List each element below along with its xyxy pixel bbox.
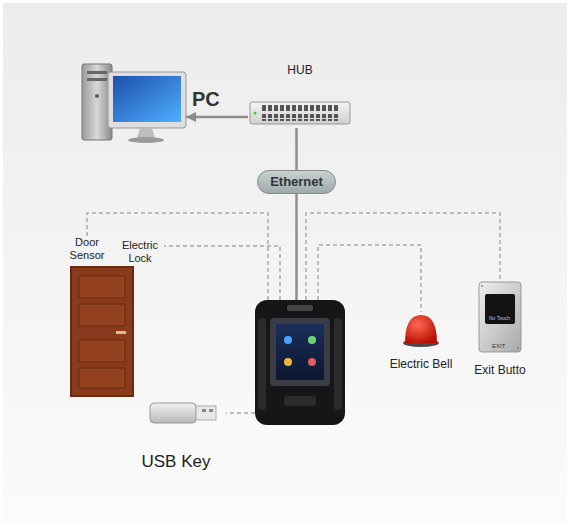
terminal-side — [334, 318, 342, 410]
door-panel — [79, 340, 125, 362]
signal-wire — [87, 213, 268, 300]
screen-icon — [308, 358, 316, 366]
door-frame — [70, 266, 134, 397]
exit-button-node: Exit Butto — [464, 280, 536, 378]
drive-slot — [87, 78, 107, 81]
electric-bell-node: Electric Bell — [376, 312, 466, 372]
computer-node: PC — [80, 60, 186, 144]
door-handle — [116, 331, 126, 334]
hub-ports — [262, 105, 340, 112]
exit-plate — [479, 282, 521, 352]
node-text: Ethernet — [270, 175, 323, 190]
signal-wire — [164, 246, 280, 300]
drive-slot — [87, 71, 107, 74]
node-text: USB Key — [142, 452, 211, 472]
door-panel — [79, 368, 125, 388]
door-sensor-label: Door Sensor — [64, 236, 110, 261]
bell-dome — [405, 315, 437, 343]
terminal-device — [255, 300, 345, 425]
screen-icon — [284, 336, 292, 344]
ethernet-pill: Ethernet — [257, 170, 336, 194]
node-text: HUB — [287, 64, 312, 78]
button-caption: No Touch — [489, 316, 510, 321]
network-cable — [186, 116, 248, 119]
screen-icon — [308, 336, 316, 344]
panel-ground — [3, 3, 567, 523]
hub-ports — [262, 114, 340, 121]
node-text: Electric Bell — [390, 358, 453, 372]
network-cable — [295, 128, 298, 170]
node-text: PC — [192, 88, 220, 111]
screw — [481, 285, 483, 287]
label-box: No Touch — [489, 306, 510, 324]
node-text: Door Sensor — [64, 236, 110, 261]
terminal-reader — [284, 396, 316, 406]
terminal-camera — [287, 305, 313, 311]
screw — [517, 347, 519, 349]
monitor-frame — [108, 72, 186, 128]
door-panel — [79, 304, 125, 326]
power-button — [95, 94, 99, 98]
terminal-bezel — [270, 318, 330, 386]
usb-plug — [196, 406, 216, 420]
monitor-base — [128, 137, 164, 143]
hub-led — [254, 112, 257, 115]
exit-touch-pad — [485, 294, 515, 324]
hub-node: HUB — [248, 64, 352, 128]
usb-contact — [209, 409, 213, 412]
usb-body — [150, 403, 196, 423]
hub-body — [250, 102, 350, 124]
signal-wire — [306, 213, 500, 300]
door-panel — [79, 276, 125, 298]
node-text: Electric Lock — [116, 239, 164, 264]
label-box: EXIT — [492, 334, 505, 352]
node-text: Exit Butto — [474, 364, 525, 378]
terminal-screen — [276, 324, 324, 380]
usb-contact — [202, 409, 206, 412]
monitor-screen — [113, 76, 181, 122]
usb-key-node: USB Key — [126, 398, 226, 472]
signal-wire — [318, 245, 421, 312]
door-leaf — [72, 268, 132, 395]
terminal-side — [258, 318, 266, 410]
electric-lock-label: Electric Lock — [116, 239, 164, 264]
signal-wire — [226, 412, 255, 414]
network-cable — [295, 194, 298, 300]
screen-icon — [284, 358, 292, 366]
button-caption: EXIT — [492, 343, 505, 349]
terminal-body — [255, 300, 345, 425]
monitor-stand — [137, 128, 155, 138]
